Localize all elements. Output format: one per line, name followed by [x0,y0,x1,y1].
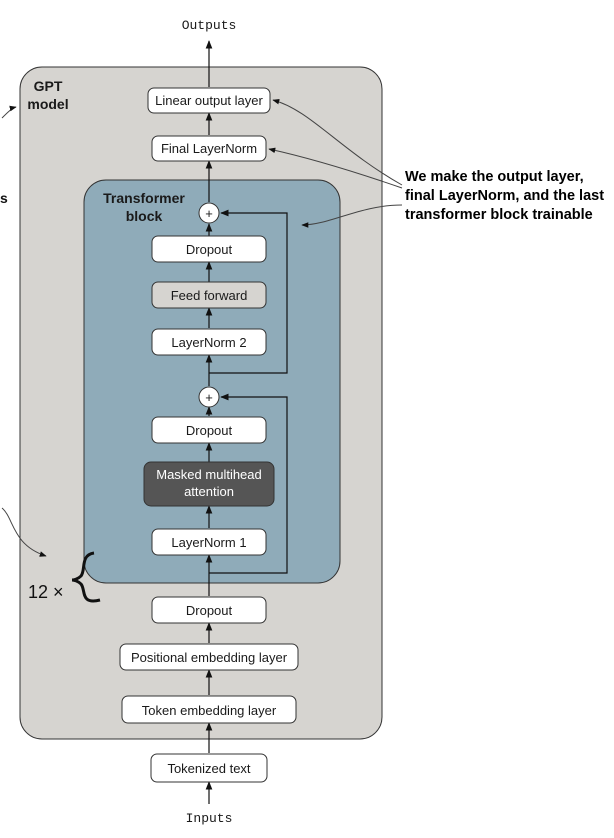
dropout-mid-label: Dropout [186,423,233,438]
layernorm2-box [151,328,267,356]
callout-arrow-to-final-layernorm [268,147,403,189]
transformer-block-title-2: block [126,208,163,224]
residual-add-top-symbol: + [205,206,213,221]
feed-forward-box [151,281,267,309]
callout-arrow-to-linear-output [272,98,403,186]
dropout-top-box [151,235,267,263]
layernorm1-label: LayerNorm 1 [171,535,246,550]
positional-embedding-box [119,643,299,671]
residual-add-bottom-symbol: + [205,390,213,405]
final-layernorm-label: Final LayerNorm [161,141,257,156]
inputs-label: Inputs [186,811,233,826]
transformer-block-title: Transformer [103,190,185,206]
residual-connection-2 [209,209,288,374]
attention-label-line2: attention [184,484,234,499]
dropout-bottom-label: Dropout [186,603,233,618]
tokenized-text-box [150,753,268,783]
callout-line3: transformer block trainable [405,207,593,223]
residual-connection-1 [209,393,288,574]
layernorm2-label: LayerNorm 2 [171,335,246,350]
left-cropped-text: s [0,190,8,206]
repeat-count-label: 12 × [28,582,64,602]
residual-add-bottom [198,386,220,408]
tokenized-text-label: Tokenized text [167,761,250,776]
linear-output-layer-box [147,87,271,114]
gpt-model-title-2: model [27,96,68,112]
layernorm1-box [151,528,267,556]
final-layernorm-box [151,135,267,162]
left-annotation-arrow-top [1,105,17,119]
callout-arrow-to-transformer-block [301,204,403,228]
dropout-top-label: Dropout [186,242,233,257]
callout-line1: We make the output layer, [405,169,584,185]
repeat-brace [71,551,101,603]
masked-multihead-attention-box [143,461,275,507]
outputs-label: Outputs [182,18,237,33]
dropout-mid-box [151,416,267,444]
attention-label-line1: Masked multihead [156,467,262,482]
token-embedding-label: Token embedding layer [142,703,277,718]
feed-forward-label: Feed forward [171,288,248,303]
dropout-bottom-box [151,596,267,624]
positional-embedding-label: Positional embedding layer [131,650,288,665]
residual-add-top [198,202,220,224]
left-annotation-arrow-bottom [1,507,47,557]
gpt-model-title: GPT [34,78,63,94]
token-embedding-box [121,695,297,724]
linear-output-layer-label: Linear output layer [155,93,263,108]
callout-line2: final LayerNorm, and the last [405,188,604,204]
